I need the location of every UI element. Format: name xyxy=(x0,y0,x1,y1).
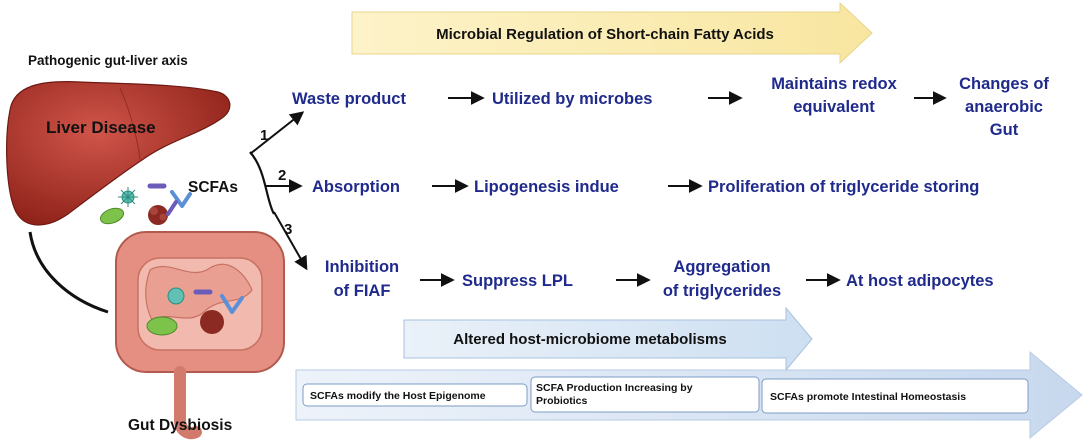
row3-suppress-lpl: Suppress LPL xyxy=(462,272,573,290)
bottom-box-probiotics xyxy=(530,376,760,413)
microbes-cluster-top xyxy=(99,183,192,225)
row3-inhibition: Inhibition xyxy=(325,258,399,276)
bottom-box-homeostasis xyxy=(761,378,1029,414)
bottom-box-probiotics-text-2: Probiotics xyxy=(536,395,588,407)
branch-arrow-1 xyxy=(249,111,305,155)
liver-illustration xyxy=(6,81,231,226)
bottom-box-epigenome-text: SCFAs modify the Host Epigenome xyxy=(310,390,486,402)
row1-waste-product: Waste product xyxy=(292,90,406,108)
row1-anaerobic: anaerobic xyxy=(965,98,1043,116)
bottom-box-probiotics-text-1: SCFA Production Increasing by xyxy=(536,382,693,394)
row2-absorption: Absorption xyxy=(312,178,400,196)
row1-changes-of: Changes of xyxy=(959,75,1049,93)
liver-disease-label: Liver Disease xyxy=(46,118,156,137)
row3-of-fiaf: of FIAF xyxy=(334,282,391,300)
row1-gut: Gut xyxy=(990,121,1019,139)
bottom-box-homeostasis-text: SCFAs promote Intestinal Homeostasis xyxy=(770,391,966,403)
branch-arrow-3 xyxy=(273,211,308,271)
row3-of-triglycerides: of triglycerides xyxy=(663,282,781,300)
top-banner-text: Microbial Regulation of Short-chain Fatt… xyxy=(436,26,774,43)
row1-maintains-redox: Maintains redox xyxy=(771,75,897,93)
row1-equivalent: equivalent xyxy=(793,98,875,116)
liver-lobe-line xyxy=(119,87,141,161)
row3-aggregation: Aggregation xyxy=(673,258,770,276)
row2-lipogenesis: Lipogenesis indue xyxy=(474,178,619,196)
gut-liver-axis-curve xyxy=(28,231,109,314)
branch-bracket xyxy=(249,151,275,215)
pathogenic-axis-label: Pathogenic gut-liver axis xyxy=(28,53,188,68)
row1-utilized-by-microbes: Utilized by microbes xyxy=(492,90,652,108)
middle-banner-arrow xyxy=(403,306,813,372)
intestine-illustration xyxy=(115,231,285,440)
scfas-label: SCFAs xyxy=(188,179,238,196)
branch-number-3: 3 xyxy=(284,221,292,238)
middle-banner-text: Altered host-microbiome metabolisms xyxy=(453,331,726,348)
branch-number-1: 1 xyxy=(260,127,268,144)
gut-dysbiosis-label: Gut Dysbiosis xyxy=(128,417,232,434)
row3-host-adipocytes: At host adipocytes xyxy=(846,272,994,290)
branch-number-2: 2 xyxy=(278,167,286,184)
top-banner-arrow xyxy=(351,1,873,65)
bottom-box-epigenome xyxy=(302,383,528,407)
row2-proliferation: Proliferation of triglyceride storing xyxy=(708,178,979,196)
